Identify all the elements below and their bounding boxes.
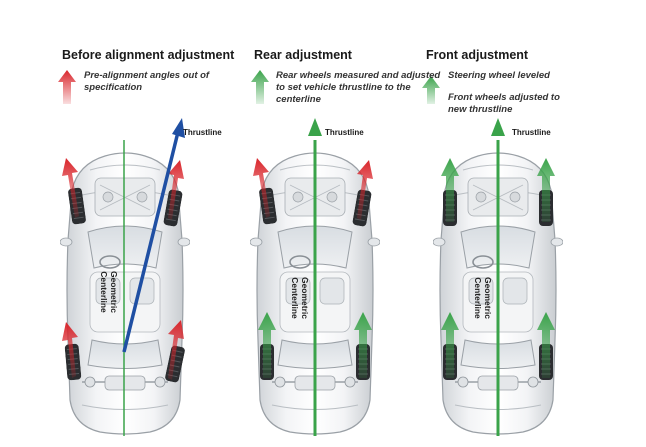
- thrustline-arrow-green-rear: [308, 118, 322, 436]
- note-front-wheels: Front wheels adjusted to new thrustline: [448, 92, 560, 115]
- panel-title-rear: Rear adjustment: [254, 48, 352, 62]
- thrustline-arrow-green-front: [491, 118, 505, 436]
- legend-red-arrow: [58, 70, 76, 104]
- thrustline-arrow-blue: [122, 118, 185, 353]
- wheel-arrow-green: [258, 312, 372, 378]
- legend-green-arrow-rear: [251, 70, 269, 104]
- centerline-label-rear: Geometric Centerline: [290, 276, 310, 320]
- note-before: Pre-alignment angles out of specificatio…: [84, 70, 210, 93]
- wheel-arrow-green: [441, 158, 555, 378]
- panel-before: [58, 70, 190, 436]
- centerline-label-front: Geometric Centerline: [473, 276, 493, 320]
- thrustline-label-front: Thrustline: [512, 128, 551, 137]
- note-rear: Rear wheels measured and adjusted to set…: [276, 70, 441, 105]
- centerline-label-before: Geometric Centerline: [99, 270, 119, 314]
- legend-green-arrow-front: [422, 76, 440, 104]
- wheel-arrow-red: [62, 158, 184, 380]
- wheel-arrow-red: [253, 158, 373, 220]
- panel-title-before: Before alignment adjustment: [62, 48, 235, 62]
- thrustline-label-rear: Thrustline: [325, 128, 364, 137]
- note-front-steering: Steering wheel leveled: [448, 70, 550, 81]
- panel-front: [422, 76, 563, 436]
- panel-rear: [250, 70, 380, 436]
- thrustline-label-before: Thrustline: [183, 128, 222, 137]
- panel-title-front: Front adjustment: [426, 48, 529, 62]
